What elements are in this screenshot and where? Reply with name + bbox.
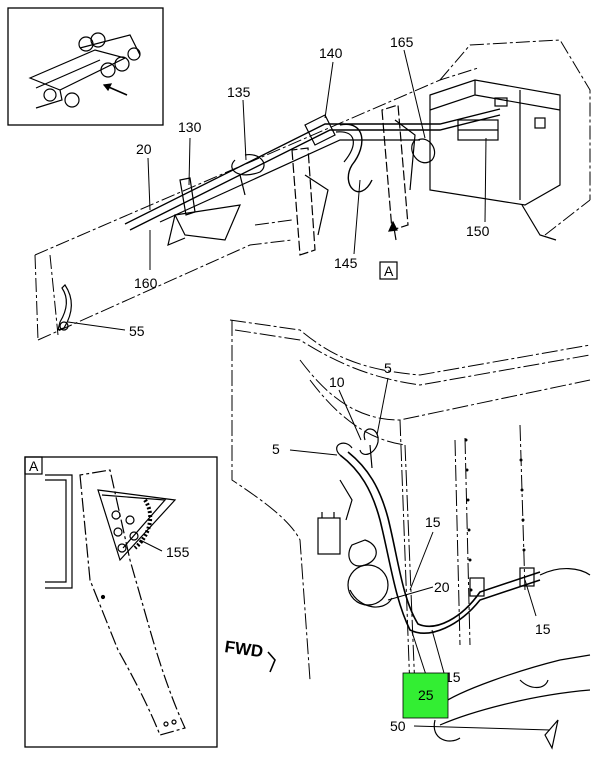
view-marker-box [379,261,398,280]
callout-15-right: 15 [535,621,551,637]
upper-frame-assembly [34,39,591,341]
callout-135: 135 [227,84,251,100]
callout-50: 50 [390,718,406,734]
callout-5-left: 5 [272,441,280,457]
fwd-label: FWD [223,637,264,661]
callout-25-highlight[interactable] [402,672,449,719]
callout-5-right: 5 [384,360,392,376]
callout-150: 150 [466,223,490,239]
leader-lines [67,49,551,731]
detail-inset-a [24,456,218,748]
callout-20-lower: 20 [434,579,450,595]
callout-55: 55 [129,323,145,339]
callout-25: 25 [418,687,434,703]
callout-155: 155 [166,544,190,560]
inset-marker-a: A [29,458,39,474]
callout-15-lower: 15 [445,669,461,685]
fwd-arrow-icon [267,651,276,673]
callout-160: 160 [134,275,158,291]
callout-10: 10 [329,374,345,390]
view-marker-a: A [384,263,394,279]
callout-130: 130 [178,119,202,135]
callout-165: 165 [390,34,414,50]
callout-145: 145 [334,255,358,271]
callout-20-upper: 20 [136,141,152,157]
lower-cab-assembly [229,319,591,750]
callout-15-upper: 15 [425,514,441,530]
truck-thumbnail [7,7,164,126]
callout-140: 140 [319,45,343,61]
callout-labels: 20 130 135 140 165 150 145 160 55 10 5 5… [129,34,551,734]
